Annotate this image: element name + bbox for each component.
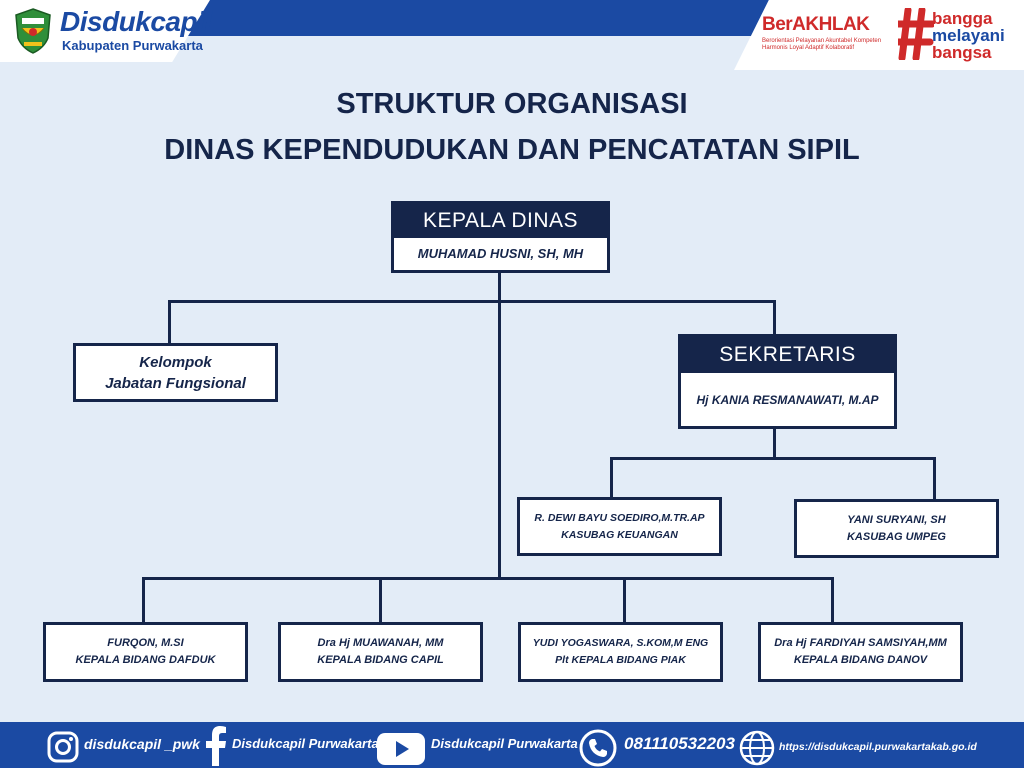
bidang-dafduk-name: FURQON, M.SI xyxy=(107,637,184,649)
connector-dafduk xyxy=(142,577,145,624)
kepala-dinas-role: KEPALA DINAS xyxy=(394,204,607,238)
instagram-icon xyxy=(47,731,79,763)
phone-icon xyxy=(579,729,617,767)
kepala-dinas-name: MUHAMAD HUSNI, SH, MH xyxy=(417,246,584,261)
kasubag-keuangan-name: R. DEWI BAYU SOEDIRO,M.TR.AP xyxy=(534,511,705,524)
bangsa-word: bangsa xyxy=(932,43,992,62)
facebook-icon xyxy=(206,726,226,766)
bidang-capil-role: KEPALA BIDANG CAPIL xyxy=(317,654,444,666)
connector-kepala-trunk xyxy=(498,271,501,580)
sekretaris-role: SEKRETARIS xyxy=(681,337,894,373)
header-badge-panel xyxy=(734,0,1024,70)
globe-icon xyxy=(739,730,775,766)
bidang-capil-name: Dra Hj MUAWANAH, MM xyxy=(317,637,444,649)
footer-instagram: disdukcapil _pwk xyxy=(84,736,200,752)
connector-sekretaris xyxy=(773,300,776,336)
connector-subbag-horizontal xyxy=(610,457,936,460)
connector-danov xyxy=(831,577,834,624)
bidang-danov-box: Dra Hj FARDIYAH SAMSIYAH,MM KEPALA BIDAN… xyxy=(758,622,963,682)
bidang-danov-role: KEPALA BIDANG DANOV xyxy=(793,654,928,666)
fungsional-line1: Kelompok xyxy=(139,353,212,371)
hashtag-icon xyxy=(898,8,934,60)
footer-youtube: Disdukcapil Purwakarta xyxy=(431,736,578,751)
bidang-piak-name: YUDI YOGASWARA, S.KOM,M ENG xyxy=(532,637,709,649)
connector-umpeg xyxy=(933,457,936,501)
kasubag-umpeg-role: KASUBAG UMPEG xyxy=(846,530,946,543)
bidang-dafduk-box: FURQON, M.SI KEPALA BIDANG DAFDUK xyxy=(43,622,248,682)
connector-bidang-horizontal xyxy=(142,577,834,580)
bidang-capil-box: Dra Hj MUAWANAH, MM KEPALA BIDANG CAPIL xyxy=(278,622,483,682)
footer-phone: 081110532203 xyxy=(624,734,735,753)
fungsional-box: Kelompok Jabatan Fungsional xyxy=(73,343,278,402)
connector-top-horizontal xyxy=(168,300,776,303)
bidang-danov-name: Dra Hj FARDIYAH SAMSIYAH,MM xyxy=(774,637,947,649)
bidang-piak-box: YUDI YOGASWARA, S.KOM,M ENG Plt KEPALA B… xyxy=(518,622,723,682)
youtube-icon xyxy=(377,733,425,765)
kasubag-umpeg-name: YANI SURYANI, SH xyxy=(847,513,946,526)
connector-keuangan xyxy=(610,457,613,499)
sekretaris-name: Hj KANIA RESMANAWATI, M.AP xyxy=(696,393,879,407)
kasubag-keuangan-box: R. DEWI BAYU SOEDIRO,M.TR.AP KASUBAG KEU… xyxy=(517,497,722,556)
kepala-dinas-box: KEPALA DINAS MUHAMAD HUSNI, SH, MH xyxy=(391,201,610,273)
sekretaris-box: SEKRETARIS Hj KANIA RESMANAWATI, M.AP xyxy=(678,334,897,429)
melayani-word: melayani xyxy=(932,26,1005,45)
kasubag-keuangan-role: KASUBAG KEUANGAN xyxy=(561,528,678,541)
bangga-word: bangga xyxy=(932,9,993,28)
brand-name: Disdukcapil xyxy=(60,6,212,37)
connector-fungsional xyxy=(168,300,171,345)
bidang-piak-role: Plt KEPALA BIDANG PIAK xyxy=(555,654,686,666)
footer-facebook: Disdukcapil Purwakarta xyxy=(232,736,379,751)
brand-subtitle: Kabupaten Purwakarta xyxy=(62,38,203,53)
berakhlak-logo: BerAKHLAK xyxy=(762,14,870,35)
fungsional-line2: Jabatan Fungsional xyxy=(105,374,246,392)
footer-website[interactable]: https://disdukcapil.purwakartakab.go.id xyxy=(779,741,977,753)
purwakarta-seal-icon xyxy=(15,8,51,54)
footer-band xyxy=(0,722,1024,768)
kasubag-umpeg-box: YANI SURYANI, SH KASUBAG UMPEG xyxy=(794,499,999,558)
connector-capil xyxy=(379,577,382,624)
page-subtitle: DINAS KEPENDUDUKAN DAN PENCATATAN SIPIL xyxy=(164,134,860,166)
connector-sekretaris-down xyxy=(773,427,776,459)
berakhlak-tagline: Berorientasi Pelayanan Akuntabel Kompete… xyxy=(762,38,882,51)
bidang-dafduk-role: KEPALA BIDANG DAFDUK xyxy=(75,654,216,666)
page-title: STRUKTUR ORGANISASI xyxy=(336,88,688,120)
connector-piak xyxy=(623,577,626,624)
